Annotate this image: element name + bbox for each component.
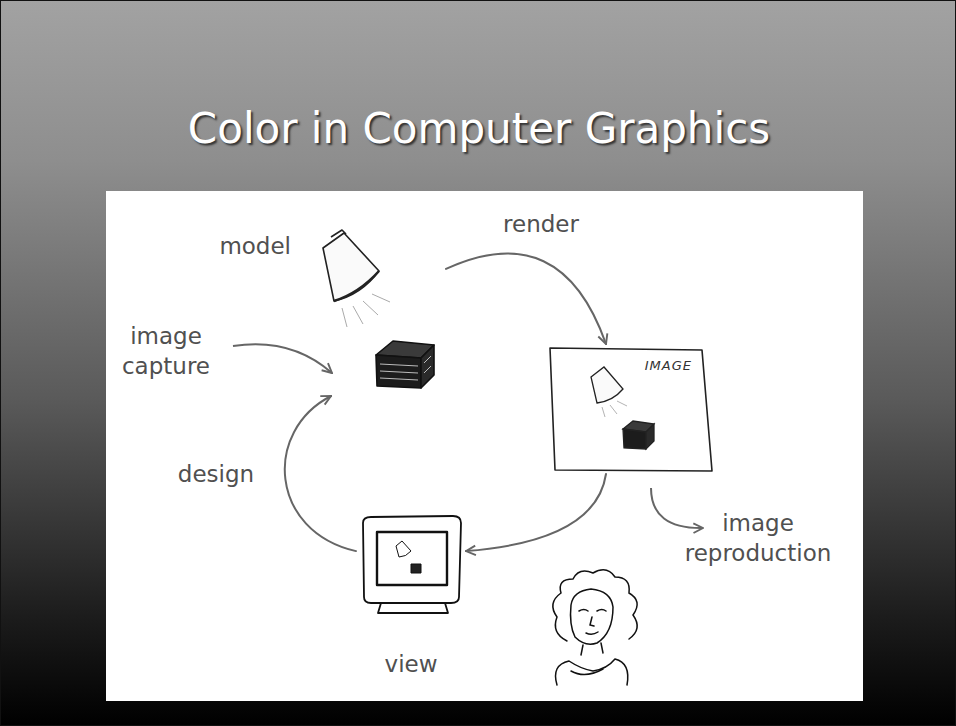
box-side <box>421 345 434 388</box>
label-holder: image reproduction <box>678 508 838 568</box>
monitor-bezel <box>363 516 461 603</box>
title-holder: Color in Computer Graphics <box>1 101 956 157</box>
viewer-person <box>553 570 637 685</box>
label-holder: image capture <box>111 321 221 381</box>
monitor-base <box>378 603 448 613</box>
light-ray <box>617 401 627 406</box>
light-ray <box>342 308 347 327</box>
flow-arrow <box>285 396 356 551</box>
flow-arrow <box>466 474 606 551</box>
stripe <box>380 371 418 373</box>
model-scene: model <box>301 221 446 396</box>
stripe <box>424 366 431 373</box>
process-label: image reproduction <box>678 508 838 568</box>
process-label: image capture <box>111 321 221 381</box>
lamp-cap <box>331 230 346 237</box>
light-ray <box>610 405 617 414</box>
lamp-shade <box>323 233 379 301</box>
monitor-sketch <box>363 516 461 613</box>
light-rays <box>342 294 390 327</box>
edge-label-holder: design <box>166 459 266 489</box>
small-box-front <box>623 429 646 449</box>
light-ray <box>363 301 378 315</box>
box-sketch <box>376 341 434 388</box>
lamp-rim <box>334 271 379 301</box>
neck <box>581 643 603 655</box>
edge-label-holder: render <box>481 209 601 239</box>
hands <box>571 669 603 675</box>
eye <box>579 610 588 612</box>
stripe <box>424 356 431 363</box>
mouth <box>586 632 598 634</box>
image-contents <box>591 367 654 449</box>
edge-label: render <box>481 209 601 239</box>
capture-arrow <box>233 344 332 373</box>
tiny-lamp <box>396 541 411 557</box>
stripe <box>380 364 418 366</box>
eye <box>597 610 606 612</box>
edge-label: design <box>166 459 266 489</box>
face <box>571 589 614 644</box>
lamp-sketch <box>323 230 390 327</box>
light-ray <box>353 306 363 324</box>
small-lamp <box>591 367 623 403</box>
node-heading: model <box>191 231 291 261</box>
image-frame: IMAGE <box>546 344 716 474</box>
image-tag: IMAGE <box>546 344 716 374</box>
box-stripes <box>380 356 431 380</box>
nose <box>590 617 594 626</box>
arms <box>556 659 628 685</box>
monitor-screen <box>377 532 447 585</box>
node-heading: view <box>356 649 466 679</box>
monitor-view: view <box>356 513 466 683</box>
reproduction-arrow <box>651 488 703 528</box>
tiny-box <box>411 564 421 573</box>
light-ray <box>602 407 605 417</box>
white-panel <box>106 191 863 701</box>
box-front <box>376 355 421 388</box>
slide-title: Color in Computer Graphics <box>1 101 956 157</box>
flow-arrow <box>446 253 606 344</box>
stripe <box>380 378 418 380</box>
small-box-side <box>646 424 654 449</box>
light-ray <box>372 294 390 302</box>
curly-hair <box>553 570 637 641</box>
small-rays <box>602 401 627 417</box>
